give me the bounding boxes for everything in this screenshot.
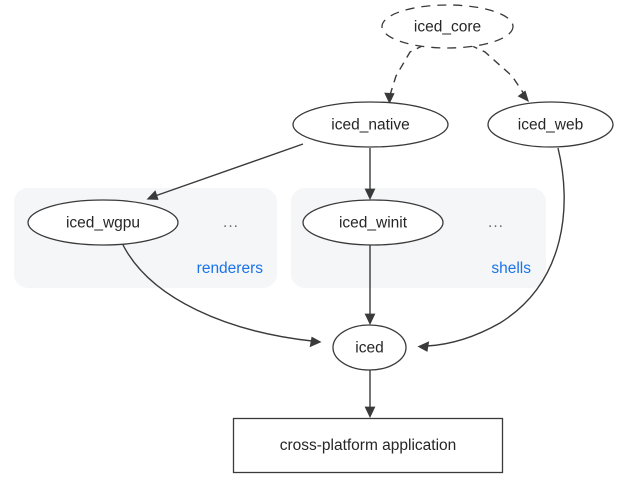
edge-iced-native-to-iced-winit-arrowhead — [364, 188, 376, 200]
node-iced-wgpu-shape — [27, 199, 179, 246]
edge-iced-wgpu-to-iced — [121, 242, 313, 342]
node-iced-web-shape — [487, 101, 614, 148]
edge-iced-native-to-iced-wgpu-arrowhead — [146, 190, 159, 200]
edge-iced-web-to-iced — [426, 147, 565, 347]
node-cross-platform-application[interactable]: cross-platform application — [232, 417, 504, 474]
edge-iced-core-to-iced-web — [469, 44, 525, 95]
node-iced-native-label: iced_native — [331, 117, 409, 134]
node-cross-platform-application-shape — [232, 417, 504, 474]
cluster-shells-label: shells — [491, 260, 531, 277]
node-cross-platform-application-label: cross-platform application — [280, 437, 457, 454]
node-iced-winit-label: iced_winit — [339, 215, 408, 232]
node-iced-winit[interactable]: iced_winit — [302, 199, 444, 246]
edge-iced-web-to-iced-arrowhead — [417, 341, 430, 352]
node-iced[interactable]: iced — [332, 324, 407, 371]
edge-iced-core-to-iced-native-arrowhead — [384, 92, 395, 104]
node-iced-web[interactable]: iced_web — [487, 101, 614, 148]
node-iced-label: iced — [355, 340, 383, 357]
edge-iced-winit-to-iced-arrowhead — [364, 313, 376, 325]
cluster-renderers-ellipsis: ... — [223, 214, 239, 231]
edge-iced-core-to-iced-web-arrowhead — [517, 90, 529, 102]
node-iced-native[interactable]: iced_native — [292, 101, 449, 148]
edge-iced-native-to-iced-wgpu — [154, 143, 304, 197]
node-iced-core[interactable]: iced_core — [381, 4, 514, 49]
node-iced-web-label: iced_web — [518, 117, 584, 134]
node-iced-wgpu-label: iced_wgpu — [66, 215, 140, 232]
node-iced-shape — [332, 324, 407, 371]
cluster-renderers-label: renderers — [197, 260, 264, 277]
edge-iced-to-application-arrowhead — [364, 406, 376, 418]
edge-iced-core-to-iced-native — [389, 44, 425, 96]
node-iced-wgpu[interactable]: iced_wgpu — [27, 199, 179, 246]
edge-iced-wgpu-to-iced-arrowhead — [309, 336, 322, 348]
node-iced-native-shape — [292, 101, 449, 148]
node-iced-winit-shape — [302, 199, 444, 246]
cluster-shells-ellipsis: ... — [488, 214, 504, 231]
node-iced-core-shape — [381, 4, 514, 49]
node-iced-core-label: iced_core — [414, 19, 481, 36]
